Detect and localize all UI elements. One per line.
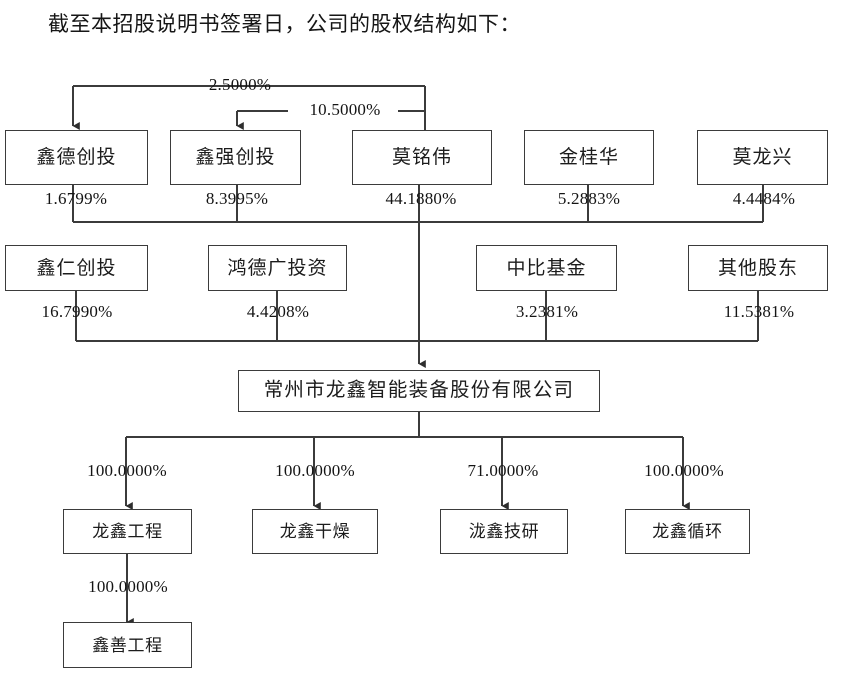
link-pct-2-5000: 2.5000%	[208, 75, 272, 94]
node-jin-guihua[interactable]: 金桂华	[524, 130, 654, 185]
node-qita-gudong[interactable]: 其他股东	[688, 245, 828, 291]
node-longxin-jiyan[interactable]: 泷鑫技研	[440, 509, 568, 554]
node-zhongbi-jijin[interactable]: 中比基金	[476, 245, 617, 291]
pct-qita-gudong: 11.5381%	[723, 302, 795, 321]
node-longxin-xunhuan[interactable]: 龙鑫循环	[625, 509, 750, 554]
node-longxin-ganzao[interactable]: 龙鑫干燥	[252, 509, 378, 554]
pct-mo-longxing: 4.4484%	[732, 189, 796, 208]
pct-hongdeguang-touzi: 4.4208%	[246, 302, 310, 321]
page-title: 截至本招股说明书签署日，公司的股权结构如下：	[48, 12, 521, 36]
pct-longxin-ganzao: 100.0000%	[275, 461, 355, 480]
pct-longxin-gongcheng: 100.0000%	[87, 461, 167, 480]
node-xinshan-gongcheng[interactable]: 鑫善工程	[63, 622, 192, 668]
pct-xinshan-gongcheng: 100.0000%	[88, 577, 168, 596]
node-xinde-chuangtou[interactable]: 鑫德创投	[5, 130, 148, 185]
node-xinren-chuangtou[interactable]: 鑫仁创投	[5, 245, 148, 291]
pct-longxin-jiyan: 71.0000%	[467, 461, 539, 480]
node-hongdeguang-touzi[interactable]: 鸿德广投资	[208, 245, 347, 291]
node-longxin-gongcheng[interactable]: 龙鑫工程	[63, 509, 192, 554]
link-pct-10-5000: 10.5000%	[309, 100, 381, 119]
node-xinqiang-chuangtou[interactable]: 鑫强创投	[170, 130, 301, 185]
node-mo-longxing[interactable]: 莫龙兴	[697, 130, 828, 185]
pct-xinren-chuangtou: 16.7990%	[41, 302, 113, 321]
pct-jin-guihua: 5.2883%	[557, 189, 621, 208]
pct-longxin-xunhuan: 100.0000%	[644, 461, 724, 480]
pct-xinde-chuangtou: 1.6799%	[44, 189, 108, 208]
pct-zhongbi-jijin: 3.2381%	[515, 302, 579, 321]
node-mo-mingwei[interactable]: 莫铭伟	[352, 130, 492, 185]
pct-mo-mingwei: 44.1880%	[385, 189, 457, 208]
node-company[interactable]: 常州市龙鑫智能装备股份有限公司	[238, 370, 600, 412]
pct-xinqiang-chuangtou: 8.3995%	[205, 189, 269, 208]
